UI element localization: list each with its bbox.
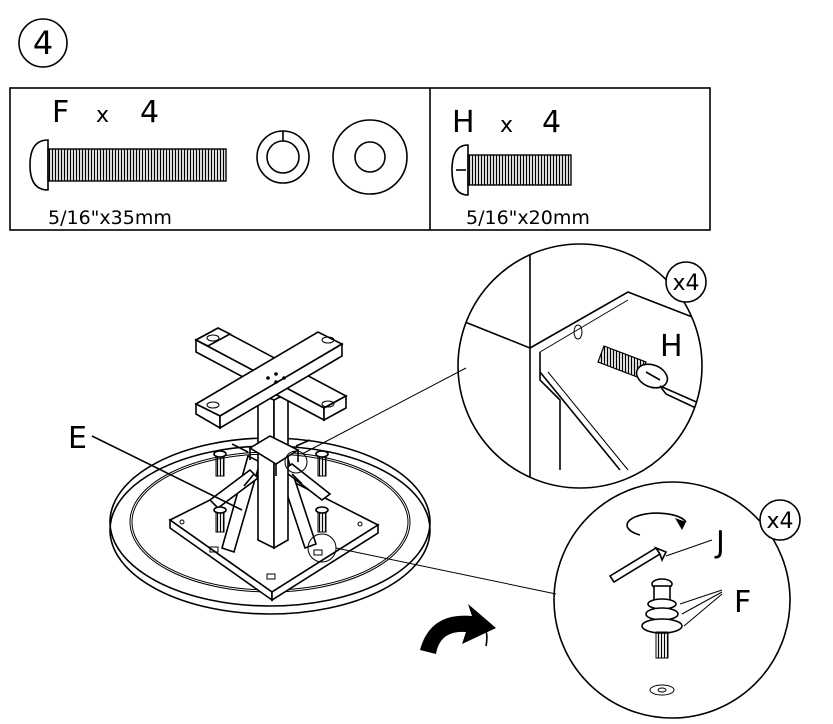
bolt-h-label: H <box>452 105 475 140</box>
bolt-h-qty: 4 <box>542 105 561 140</box>
screwdriver-icon <box>659 385 702 439</box>
bolt-icon <box>641 578 683 696</box>
bolt-f-label: F <box>52 95 69 130</box>
bolt-f-group: F x 4 5/16"x35mm <box>29 95 408 229</box>
bolt-h-group: H x 4 5/16"x20mm <box>451 105 590 229</box>
detail-top: H x4 <box>457 243 707 489</box>
detail-top-repeat: x4 <box>672 271 699 296</box>
callout-markers <box>284 367 557 595</box>
detail-top-part-label: H <box>660 329 683 364</box>
flat-washer-icon <box>332 119 408 195</box>
detail-bottom: J F x4 <box>553 481 801 719</box>
step-circle-icon: 4 <box>18 18 68 68</box>
bolt-icon <box>451 144 572 196</box>
parts-box: F x 4 5/16"x35mm H x 4 <box>9 87 711 231</box>
detail-bottom-repeat: x4 <box>766 509 793 534</box>
bolt-f-qty: 4 <box>140 95 159 130</box>
step-number: 4 <box>33 24 53 62</box>
bolt-f-size: 5/16"x35mm <box>48 207 172 229</box>
bolt-icon <box>29 139 227 191</box>
bolts-f-assembly <box>213 439 329 533</box>
flip-arrow-icon <box>420 604 496 654</box>
part-e-callout: E <box>68 421 243 511</box>
bolt-f-times: x <box>96 103 109 128</box>
detail-bottom-bolt-label: F <box>734 585 751 620</box>
rotate-arrow-icon <box>626 512 687 536</box>
lock-washer-icon <box>256 130 310 184</box>
bolts-h-assembly <box>231 439 311 487</box>
cross-top <box>194 327 348 430</box>
bolt-icon <box>597 345 669 389</box>
bolt-h-size: 5/16"x20mm <box>466 207 590 229</box>
bolt-h-times: x <box>500 113 513 138</box>
part-e-label: E <box>68 421 87 456</box>
allen-key-icon <box>608 546 668 584</box>
detail-bottom-wrench-label: J <box>714 525 725 560</box>
